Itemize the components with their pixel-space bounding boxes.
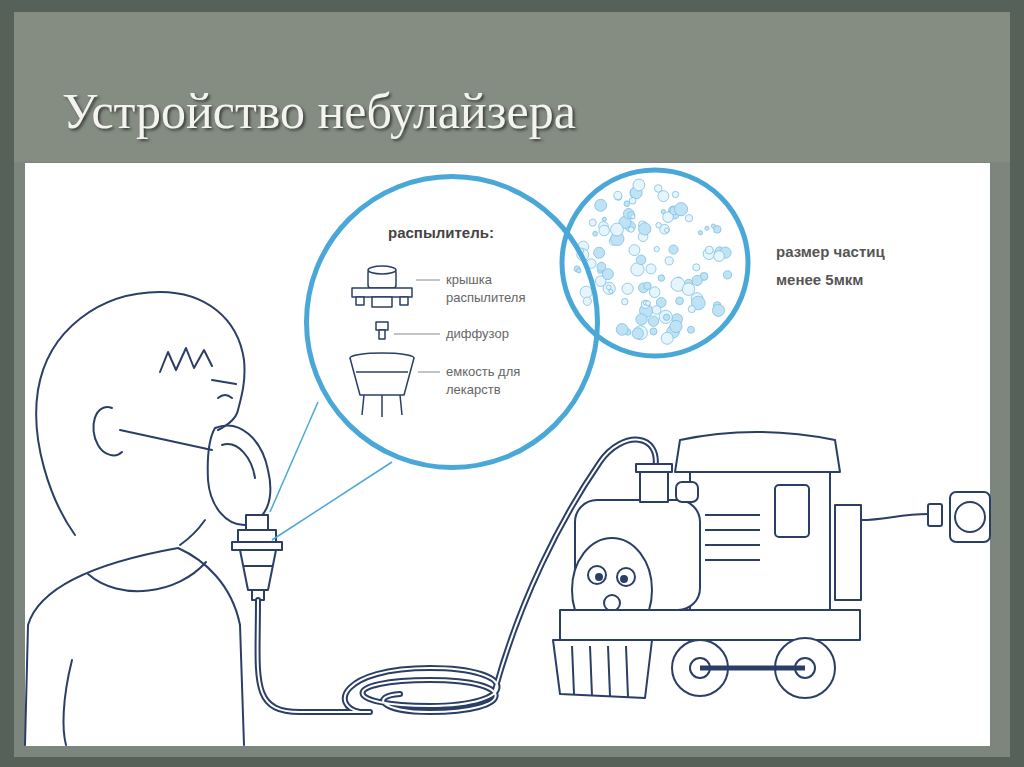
particle (593, 231, 598, 236)
particle (685, 215, 692, 222)
particle (633, 179, 645, 191)
particle (682, 283, 694, 295)
particle (669, 245, 678, 254)
part-label: емкость для лекарств (446, 363, 534, 399)
particle (599, 225, 610, 236)
particle (714, 226, 722, 234)
particle (602, 217, 606, 221)
particle (658, 275, 665, 282)
particle (688, 306, 695, 313)
particle (676, 297, 684, 305)
particle (629, 197, 636, 204)
particle (624, 201, 630, 207)
part-label: диффузор (446, 325, 534, 343)
nozzle-callout-circle: распылитель: (304, 174, 600, 470)
particle (648, 316, 658, 326)
particle (654, 185, 662, 193)
particle (705, 226, 709, 230)
particle-size-note: размер частиц менее 5мкм (776, 238, 926, 294)
particle (606, 285, 611, 290)
particle (636, 255, 646, 265)
title: Устройство небулайзера (62, 82, 576, 140)
node-outline (304, 174, 600, 470)
particle (631, 215, 635, 219)
particle (580, 286, 592, 298)
particle (611, 223, 624, 236)
particle (623, 208, 634, 219)
particle (644, 282, 652, 290)
particle (577, 268, 582, 273)
particle (622, 283, 633, 294)
circle-outline (307, 177, 598, 468)
particle (692, 275, 702, 285)
particle (632, 328, 643, 339)
particle (595, 199, 607, 211)
node-heading: распылитель: (388, 224, 494, 241)
particle (663, 314, 669, 320)
particle (622, 298, 628, 304)
particle (650, 328, 657, 335)
particle (594, 247, 605, 258)
particle (654, 246, 659, 251)
particle (656, 222, 662, 228)
particle (589, 219, 596, 226)
particle (664, 228, 669, 233)
particle (639, 223, 651, 235)
particle (583, 297, 591, 305)
part-label: крышка распылителя (446, 271, 534, 307)
particle (628, 227, 634, 233)
particle (672, 191, 678, 197)
particle (665, 257, 673, 265)
particle (693, 264, 700, 271)
particle (661, 332, 673, 344)
particle (597, 262, 606, 271)
particle (723, 271, 731, 279)
particle (649, 287, 660, 298)
particle (646, 301, 651, 306)
particle (712, 304, 724, 316)
particle (614, 191, 622, 199)
particle (641, 300, 649, 308)
particle (687, 326, 694, 333)
particle (714, 251, 725, 262)
particle (629, 245, 640, 256)
particle (652, 306, 661, 315)
particle (674, 203, 687, 216)
particle (636, 314, 647, 325)
particle (646, 264, 656, 274)
particle (698, 231, 702, 235)
particle (659, 310, 672, 323)
particle (705, 246, 713, 254)
particle (670, 320, 682, 332)
particle (616, 324, 628, 336)
particle (628, 212, 635, 219)
